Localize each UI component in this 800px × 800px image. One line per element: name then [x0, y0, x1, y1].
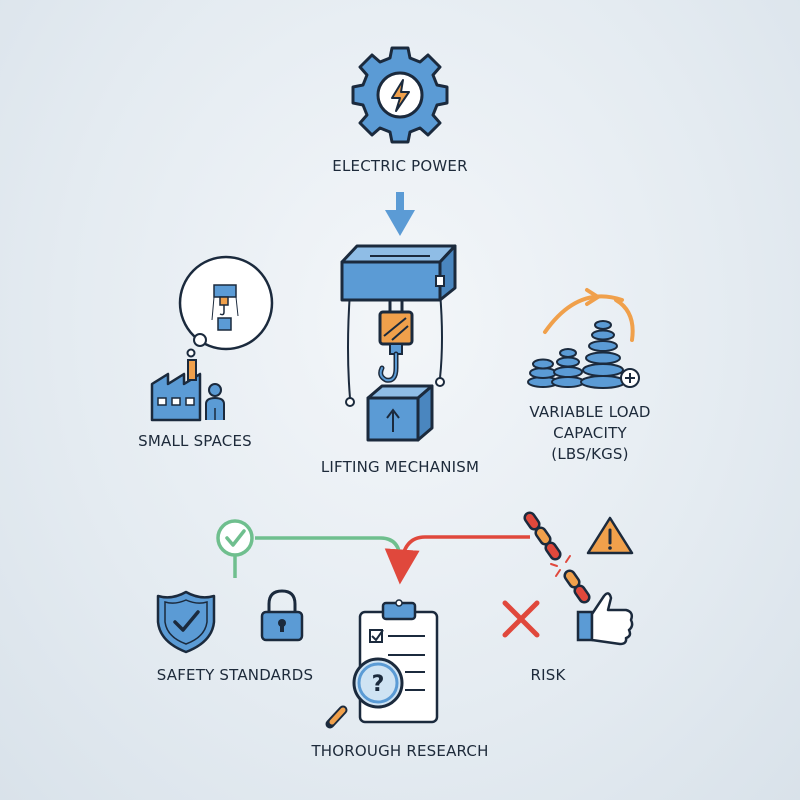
label-electric-power: ELECTRIC POWER [332, 157, 468, 175]
label-risk: RISK [530, 666, 566, 684]
svg-text:?: ? [372, 672, 385, 697]
label-small-spaces: SMALL SPACES [138, 432, 252, 450]
broken-chain-warning-icon [523, 511, 634, 604]
red-x-icon [502, 600, 540, 638]
label-lifting-mechanism: LIFTING MECHANISM [320, 458, 480, 476]
down-arrow-icon [385, 192, 415, 236]
label-thorough-research: THOROUGH RESEARCH [311, 742, 489, 760]
clipboard-magnifier-icon: ? [325, 599, 439, 729]
label-variable-load-line3: (LBS/KGS) [551, 445, 629, 463]
stacked-weights-icon [527, 288, 640, 389]
gear-lightning-icon [351, 46, 449, 144]
shield-check-icon [156, 590, 216, 654]
label-variable-load-line2: CAPACITY [553, 424, 627, 442]
label-variable-load: VARIABLE LOAD CAPACITY (LBS/KGS) [510, 402, 670, 465]
thumbs-up-icon [576, 592, 634, 646]
label-variable-load-line1: VARIABLE LOAD [529, 403, 651, 421]
check-circle-icon [216, 519, 254, 557]
factory-worker-icon [150, 255, 274, 422]
label-safety-standards: SAFETY STANDARDS [156, 666, 314, 684]
hoist-crane-icon [340, 244, 457, 442]
padlock-icon [260, 589, 304, 642]
connector-lines [233, 535, 530, 585]
